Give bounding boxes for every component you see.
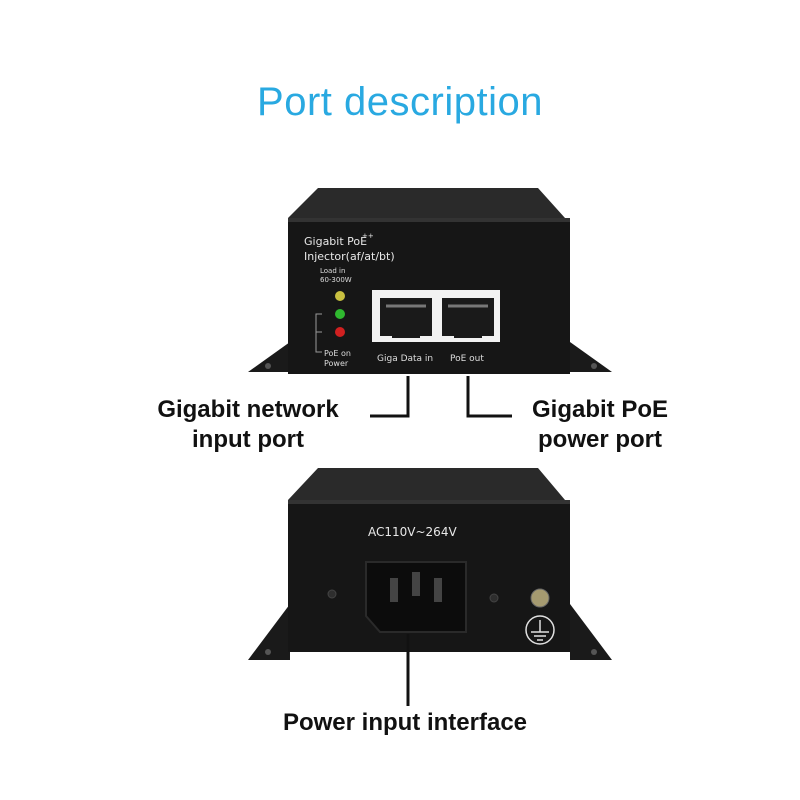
giga-data-in-port[interactable] bbox=[380, 298, 432, 338]
led-power-icon bbox=[335, 327, 345, 337]
led-power-label: Power bbox=[324, 359, 349, 368]
ground-screw-icon bbox=[530, 588, 550, 608]
voltage-label: AC110V~264V bbox=[368, 525, 457, 539]
network-port-callout: Gigabit network input port bbox=[130, 395, 366, 455]
port1-label: Giga Data in bbox=[377, 354, 433, 364]
model-label-line2: Injector(af/at/bt) bbox=[304, 250, 395, 263]
poe-port-callout: Gigabit PoE power port bbox=[510, 395, 690, 455]
network-callout-line2: input port bbox=[192, 426, 304, 453]
mounting-ear-right bbox=[570, 342, 612, 372]
power-input-callout: Power input interface bbox=[282, 709, 528, 736]
led-load-icon bbox=[335, 291, 345, 301]
port2-label: PoE out bbox=[450, 354, 484, 364]
rear-mounting-ear-right bbox=[570, 604, 612, 660]
rear-device: AC110V~264V bbox=[248, 468, 612, 660]
rear-mounting-ear-left bbox=[248, 604, 290, 660]
model-superscript: ++ bbox=[362, 232, 374, 240]
callout-line-poe bbox=[466, 376, 512, 418]
front-device: Gigabit PoE ++ Injector(af/at/bt) Load i… bbox=[248, 188, 612, 374]
model-label: Gigabit PoE bbox=[304, 235, 367, 248]
page-title: Port description bbox=[257, 80, 543, 124]
callout-line-network bbox=[370, 376, 410, 418]
network-callout-line1: Gigabit network bbox=[157, 396, 339, 423]
ground-symbol-icon bbox=[525, 615, 555, 645]
poe-callout-line1: Gigabit PoE bbox=[531, 396, 668, 423]
load-range-label: 60-300W bbox=[320, 276, 352, 284]
poe-out-port[interactable] bbox=[442, 298, 494, 338]
led-poe-icon bbox=[335, 309, 345, 319]
mounting-ear-left bbox=[248, 342, 290, 372]
poe-callout-line2: power port bbox=[538, 426, 662, 453]
led-poe-label: PoE on bbox=[324, 349, 351, 358]
power-input-socket[interactable] bbox=[365, 561, 467, 633]
load-label: Load in bbox=[320, 267, 345, 275]
